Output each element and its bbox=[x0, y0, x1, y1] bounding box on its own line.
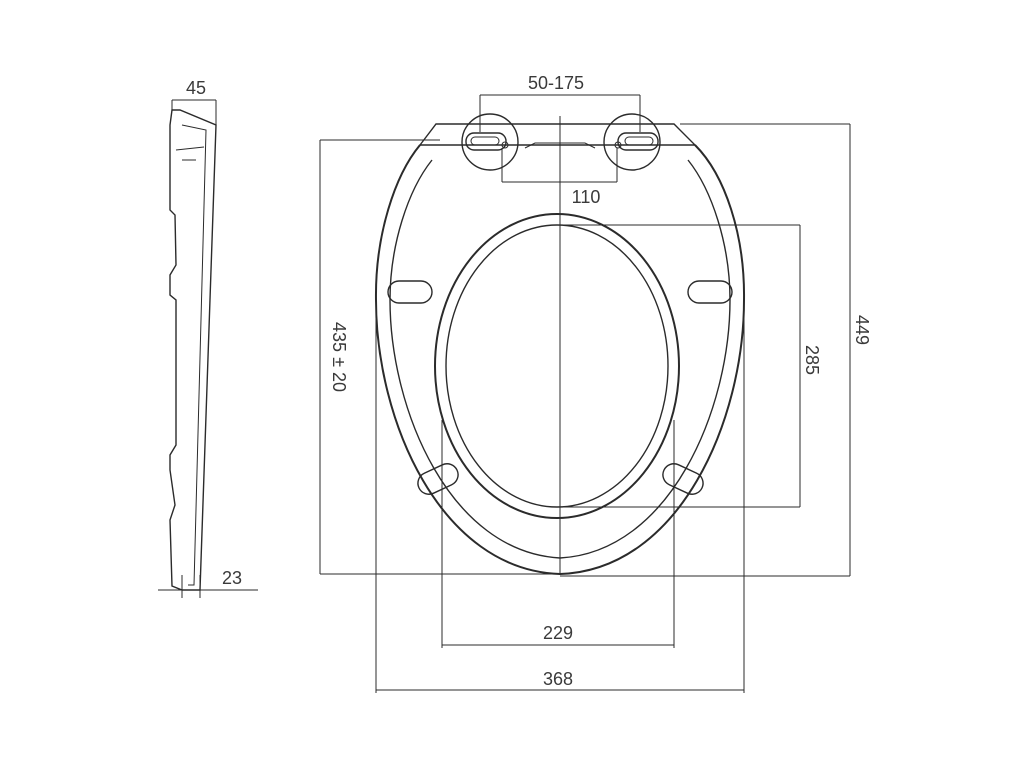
side-view: 45 23 bbox=[158, 78, 258, 598]
dim-435-label: 435 ± 20 bbox=[329, 322, 349, 392]
dim-110-label: 110 bbox=[572, 187, 601, 207]
top-view: 50-175 110 435 ± 20 285 449 229 368 bbox=[319, 73, 872, 693]
right-hinge-slot bbox=[617, 132, 659, 151]
right-hinge bbox=[603, 113, 661, 171]
bumper-lower-left bbox=[417, 463, 459, 495]
left-hinge-slot-inner bbox=[470, 136, 500, 146]
left-hinge bbox=[461, 113, 519, 171]
bumper-upper-left bbox=[387, 280, 433, 304]
side-hinge-line bbox=[175, 146, 205, 151]
hinge-plate bbox=[418, 123, 697, 146]
dim-229-label: 229 bbox=[543, 623, 573, 643]
seat-opening-inner bbox=[445, 224, 669, 508]
left-hinge-body bbox=[461, 113, 519, 171]
dim-45-label: 45 bbox=[186, 78, 206, 98]
dim-285-label: 285 bbox=[802, 345, 822, 375]
left-hinge-slot bbox=[465, 132, 507, 151]
seat-opening-outer bbox=[434, 213, 680, 519]
bumper-upper-right bbox=[687, 280, 733, 304]
right-hinge-body bbox=[603, 113, 661, 171]
dim-50-175-label: 50-175 bbox=[528, 73, 584, 93]
side-profile-inner bbox=[181, 124, 207, 586]
dim-368-label: 368 bbox=[543, 669, 573, 689]
dim-23-label: 23 bbox=[222, 568, 242, 588]
dim-449-label: 449 bbox=[852, 315, 872, 345]
right-hinge-screw bbox=[614, 141, 622, 149]
left-hinge-screw bbox=[501, 141, 509, 149]
bumper-lower-right bbox=[662, 463, 704, 495]
right-hinge-slot-inner bbox=[624, 136, 654, 146]
side-profile-outer bbox=[169, 109, 217, 591]
